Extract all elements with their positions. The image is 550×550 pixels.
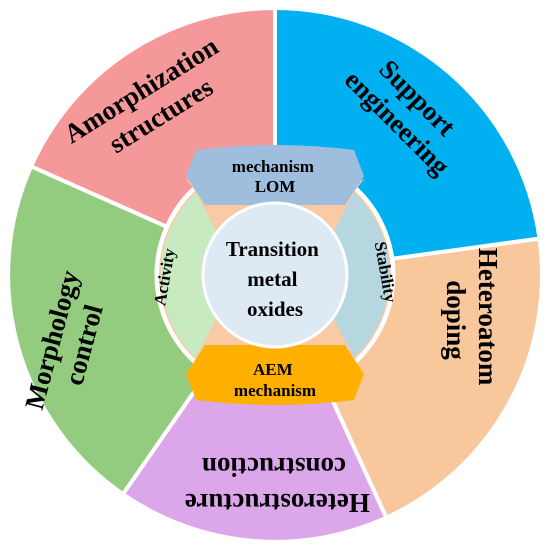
- heterostructure-label: Heterostructure construction: [178, 452, 370, 518]
- aem-line-1: AEM: [253, 360, 293, 379]
- center-line-2: metal: [247, 267, 297, 291]
- lom-panel: [186, 145, 364, 205]
- stability-panel: [332, 192, 390, 358]
- aem-label: AEM mechanism: [234, 360, 316, 400]
- lom-line-2: LOM: [255, 177, 296, 196]
- heteroatom-line-2: doping: [441, 280, 471, 360]
- heterostructure-line-2: construction: [202, 452, 346, 482]
- aem-panel: [186, 345, 364, 405]
- heteroatom-line-1: Heteroatom: [473, 248, 503, 386]
- center-label: Transition metal oxides: [226, 237, 324, 321]
- segment-heteroatom: [321, 236, 544, 521]
- lom-label: mechanism LOM: [232, 157, 318, 196]
- heterostructure-line-1: Heterostructure: [185, 488, 370, 518]
- aem-line-2: mechanism: [234, 381, 316, 400]
- center-line-3: oxides: [247, 297, 303, 321]
- center-circle: [201, 201, 349, 349]
- activity-panel: [160, 192, 218, 358]
- center-line-1: Transition: [226, 237, 319, 261]
- segment-morphology: [6, 163, 211, 497]
- heteroatom-label: Heteroatom doping: [441, 248, 503, 392]
- lom-line-1: mechanism: [232, 157, 314, 176]
- middle-ring-labels: mechanism LOM AEM mechanism Activity Sta…: [150, 157, 400, 400]
